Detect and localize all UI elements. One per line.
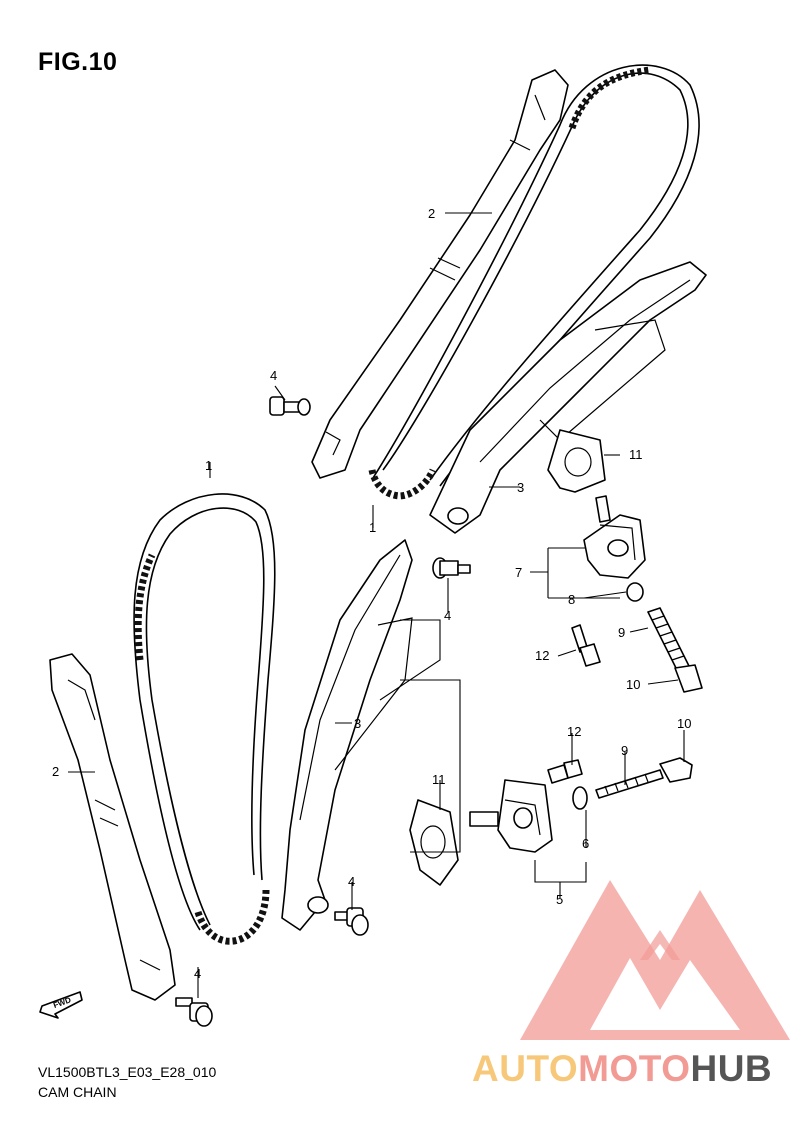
callout-10-a: 10 — [626, 677, 640, 692]
fwd-arrow-icon: FWD — [39, 991, 83, 1019]
callout-5: 5 — [556, 892, 563, 907]
chain-tensioner-arm-lower — [281, 539, 413, 931]
callout-12-a: 12 — [535, 648, 549, 663]
cam-chain-lower — [133, 493, 276, 945]
bolt-4-b — [432, 557, 471, 579]
callout-12-b: 12 — [567, 724, 581, 739]
watermark-hub: HUB — [690, 1048, 773, 1089]
bolt-9-a — [647, 607, 691, 673]
bolt-12-b — [547, 759, 583, 784]
bolt-4-a — [269, 396, 311, 416]
callout-6: 6 — [582, 836, 589, 851]
cam-chain-guide-upper — [311, 69, 569, 479]
watermark-moto: MOTO — [578, 1048, 691, 1089]
callout-labels: 2 4 3 1 1 11 7 8 4 9 12 10 2 3 12 9 10 1… — [52, 206, 691, 981]
watermark-wordmark: AUTOMOTOHUB — [472, 1048, 772, 1090]
callout-4-c: 4 — [348, 874, 355, 889]
callout-1-lower: 1 — [205, 458, 212, 473]
callout-2-lower: 2 — [52, 764, 59, 779]
bolt-4-c — [334, 907, 369, 936]
gasket-11-b — [409, 799, 459, 886]
leader-lines — [68, 212, 685, 998]
callout-8: 8 — [568, 592, 575, 607]
bolt-10-a — [674, 664, 703, 693]
figure-title: FIG.10 — [38, 48, 118, 76]
gasket-11-a — [547, 429, 606, 493]
automotohub-logo-mark — [520, 880, 790, 1040]
bolt-4-d — [175, 997, 213, 1027]
chain-tensioner-arm-upper — [429, 261, 707, 534]
assembly-name: CAM CHAIN — [38, 1084, 117, 1100]
washer-6 — [572, 786, 588, 810]
callout-11-a: 11 — [629, 447, 643, 462]
callout-9-b: 9 — [621, 743, 628, 758]
callout-10-b: 10 — [677, 716, 691, 731]
model-code: VL1500BTL3_E03_E28_010 — [38, 1064, 217, 1080]
callout-2-upper: 2 — [428, 206, 435, 221]
callout-4-a: 4 — [270, 368, 277, 383]
watermark-auto: AUTO — [472, 1048, 579, 1089]
callout-9-a: 9 — [618, 625, 625, 640]
callout-4-b: 4 — [444, 608, 451, 623]
bolt-12-a — [571, 624, 601, 667]
cam-chain-guide-lower — [49, 653, 176, 1001]
callout-3-lower: 3 — [354, 716, 361, 731]
washer-8 — [626, 582, 644, 602]
callout-1-upper: 1 — [369, 520, 376, 535]
bolt-9-b — [595, 769, 664, 799]
bolt-10-b — [659, 757, 693, 783]
callout-4-d: 4 — [194, 966, 201, 981]
callout-7: 7 — [515, 565, 522, 580]
callout-11-b: 11 — [432, 772, 446, 787]
callout-3-upper: 3 — [517, 480, 524, 495]
tensioner-assembly-5 — [469, 779, 553, 853]
tensioner-assembly-7 — [583, 495, 646, 579]
